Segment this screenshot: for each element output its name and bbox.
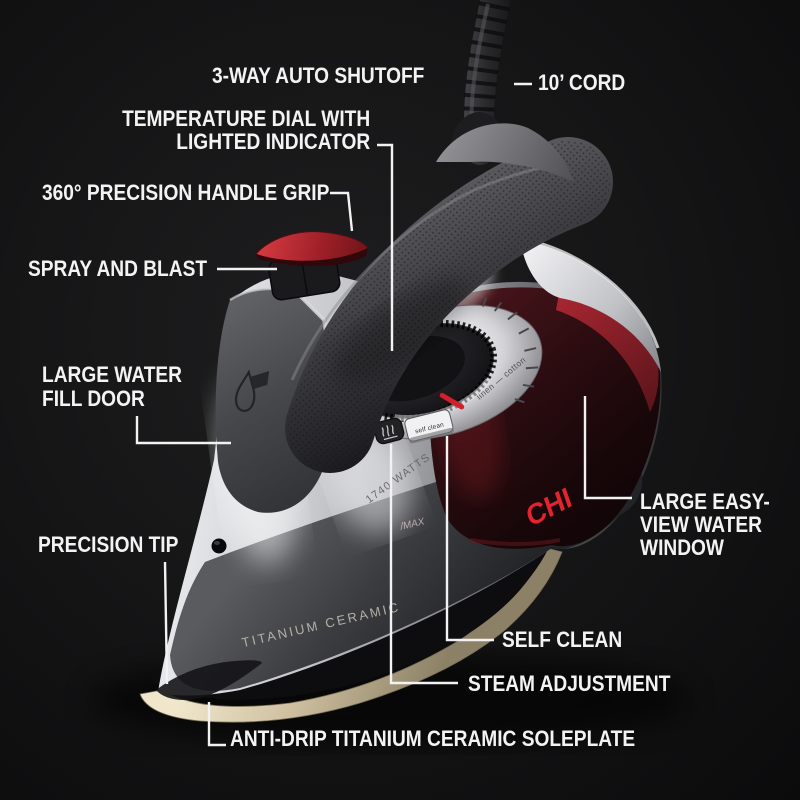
self-clean-side <box>409 427 454 444</box>
callout-line-handle-grip <box>330 191 354 232</box>
water-window-red-band <box>556 288 659 412</box>
callout-line-self-clean <box>445 436 494 642</box>
spray-button <box>255 231 369 301</box>
front-steam-vent <box>211 538 227 554</box>
heel-chrome-face <box>520 240 661 372</box>
cord-segments <box>463 0 511 152</box>
callout-line-steam-adjustment <box>389 444 458 685</box>
label-temperature-dial-line1: TEMPERATURE DIAL WITH <box>121 106 370 131</box>
precision-tip-shape <box>156 660 262 700</box>
self-clean-button: self clean <box>404 409 454 444</box>
soleplate-gold-rim <box>139 547 563 723</box>
handle-top-highlight <box>290 161 566 381</box>
steam-icon <box>381 424 398 441</box>
callout-line-water-window <box>583 396 632 500</box>
drop-flag <box>251 371 270 390</box>
label-water-window-line3: WINDOW <box>640 535 724 560</box>
label-water-window-line2: VIEW WATER <box>640 512 762 537</box>
handle <box>285 123 613 473</box>
label-steam-adjustment: STEAM ADJUSTMENT <box>468 671 671 696</box>
handle-rear-cap <box>436 123 574 182</box>
dial-red-indicator <box>439 392 465 410</box>
label-water-fill-door: LARGE WATER FILL DOOR <box>42 363 182 411</box>
label-handle-grip: 360° PRECISION HANDLE GRIP <box>42 180 330 205</box>
front-steam-vent-highlight <box>214 541 220 545</box>
callout-line-soleplate <box>207 702 226 747</box>
callout-line-fill-door <box>135 416 231 445</box>
label-soleplate: ANTI-DRIP TITANIUM CERAMIC SOLEPLATE <box>230 726 636 751</box>
label-water-window-line1: LARGE EASY- <box>640 489 770 514</box>
label-cord: 10’ CORD <box>538 70 626 95</box>
callout-lines <box>135 82 632 747</box>
label-water-fill-door-line2: FILL DOOR <box>42 386 145 411</box>
callout-line-precision-tip <box>163 561 169 685</box>
label-self-clean: SELF CLEAN <box>502 627 623 652</box>
heel-rim-highlight <box>519 236 660 349</box>
label-precision-tip: PRECISION TIP <box>38 532 179 557</box>
handle-underside-shadow <box>332 278 468 382</box>
label-temperature-dial: TEMPERATURE DIAL WITH LIGHTED INDICATOR <box>122 107 370 153</box>
heel-chrome <box>519 236 661 372</box>
water-window-streak <box>469 538 561 546</box>
callout-line-temperature-dial <box>377 143 394 351</box>
dial-ticks <box>481 297 539 404</box>
water-drop-icon <box>234 369 270 412</box>
label-water-fill-door-line1: LARGE WATER <box>42 362 183 387</box>
spray-rocker-shadow <box>256 248 368 267</box>
label-water-window: LARGE EASY- VIEW WATER WINDOW <box>640 490 770 559</box>
steam-adjustment-knob <box>373 417 405 445</box>
drop-outline <box>234 369 256 412</box>
label-auto-shutoff: 3-WAY AUTO SHUTOFF <box>212 63 425 88</box>
label-temperature-dial-line2: LIGHTED INDICATOR <box>176 129 370 154</box>
label-spray-and-blast: SPRAY AND BLAST <box>28 256 208 281</box>
steam-knob-body <box>373 417 405 445</box>
